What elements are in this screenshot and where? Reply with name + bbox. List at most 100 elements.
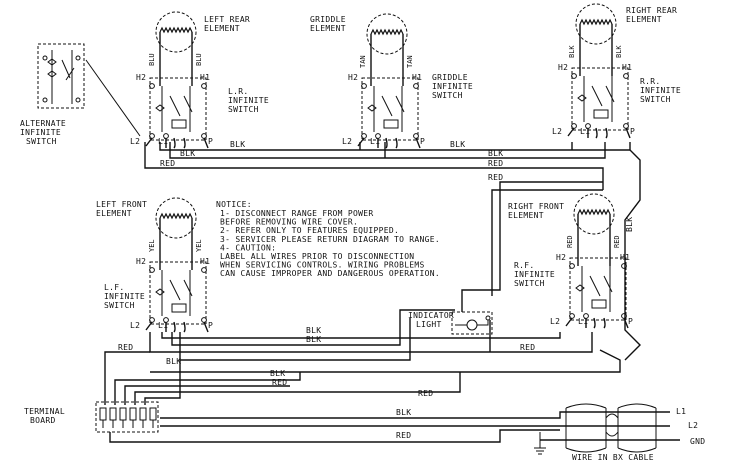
terminal-p-lf: P: [208, 321, 213, 330]
terminal-lug-4: [139, 407, 147, 421]
heating-element-lf: [155, 197, 197, 239]
lead-color-griddle-left: TAN: [359, 55, 367, 68]
bx-cable: [565, 403, 657, 453]
notice-line-6: WHEN SERVICING CONTROLS. WIRING PROBLEMS: [220, 261, 425, 270]
switch-label-rf-0: R.F.: [514, 261, 534, 270]
bus-label-blk-9: BLK: [270, 369, 285, 378]
heating-element-lr: [155, 11, 197, 53]
terminal-l2-rf: L2: [550, 317, 560, 326]
switch-terminal-griddle-0: [361, 83, 367, 89]
notice-line-7: CAN CAUSE IMPROPER AND DANGEROUS OPERATI…: [220, 269, 440, 278]
bus-wiring: [104, 142, 680, 455]
heating-element-rf: [573, 193, 615, 235]
switch-terminal-rr-4: [623, 123, 629, 129]
switch-label-lr-0: L.R.: [228, 87, 248, 96]
terminal-board-label-1: TERMINAL: [24, 407, 65, 416]
lead-color-lr-right: BLU: [195, 53, 203, 66]
switch-label-griddle-0: GRIDDLE: [432, 73, 468, 82]
switch-terminal-lf-1: [201, 267, 207, 273]
alternate-switch-label-1: ALTERNATE: [20, 119, 66, 128]
infinite-switch-griddle: [361, 77, 419, 141]
bus-label-red-2: RED: [488, 159, 503, 168]
lead-color-lr-left: BLU: [148, 53, 156, 66]
terminal-p-rr: P: [630, 127, 635, 136]
terminal-h1-lr: H1: [200, 73, 210, 82]
terminal-h2-rf: H2: [556, 253, 566, 262]
switch-label-lr-2: SWITCH: [228, 105, 259, 114]
element-label-lr-1: ELEMENT: [204, 24, 240, 33]
terminal-lug-0: [99, 407, 107, 421]
lead-color-rr-right: BLK: [615, 45, 623, 58]
element-label-lr-0: LEFT REAR: [204, 15, 250, 24]
element-label-rr-0: RIGHT REAR: [626, 6, 677, 15]
bus-label-blk-8: BLK: [166, 357, 181, 366]
terminal-l2-griddle: L2: [342, 137, 352, 146]
lead-color-lf-right: YEL: [195, 239, 203, 252]
switch-label-rf-1: INFINITE: [514, 270, 555, 279]
switch-label-rr-0: R.R.: [640, 77, 660, 86]
terminal-lug-2: [119, 407, 127, 421]
bus-label-blk-1: BLK: [230, 140, 245, 149]
lead-color-rf-right: RED: [613, 235, 621, 248]
switch-label-lf-2: SWITCH: [104, 301, 135, 310]
heating-element-griddle: [366, 13, 408, 55]
terminal-lug-3: [129, 407, 137, 421]
bus-label-red-6: RED: [272, 378, 287, 387]
bus-label-blk-5: BLK: [625, 217, 634, 232]
bus-label-blk-2: BLK: [180, 149, 195, 158]
terminal-p-lr: P: [208, 137, 213, 146]
switch-terminal-griddle-1: [413, 83, 419, 89]
switch-label-griddle-2: SWITCH: [432, 91, 463, 100]
bus-label-blk-7: BLK: [306, 335, 321, 344]
switch-terminal-lf-4: [201, 317, 207, 323]
switch-terminal-lf-0: [149, 267, 155, 273]
notice-line-4: 4- CAUTION:: [220, 243, 276, 252]
switch-terminal-rr-0: [571, 73, 577, 79]
terminal-h1-lf: H1: [200, 257, 210, 266]
bus-label-blk-4: BLK: [488, 149, 503, 158]
element-label-griddle-1: ELEMENT: [310, 24, 346, 33]
lead-color-rf-left: RED: [566, 235, 574, 248]
terminal-l1-lf: L1: [158, 321, 168, 330]
infinite-switch-rr: [571, 67, 629, 131]
infinite-switch-rf: [569, 257, 627, 321]
terminal-p-rf: P: [628, 317, 633, 326]
terminal-l1-rr: L1: [580, 127, 590, 136]
lead-color-lf-left: YEL: [148, 239, 156, 252]
switch-terminal-lr-0: [149, 83, 155, 89]
element-label-griddle-0: GRIDDLE: [310, 15, 346, 24]
bus-label-blk-10: BLK: [396, 408, 411, 417]
terminal-h1-rr: H1: [622, 63, 632, 72]
bus-label-red-7: RED: [418, 389, 433, 398]
switch-label-lr-1: INFINITE: [228, 96, 269, 105]
lead-color-rr-left: BLK: [568, 45, 576, 58]
switch-terminal-rf-0: [569, 263, 575, 269]
bus-label-red-5: RED: [118, 343, 133, 352]
switch-label-griddle-1: INFINITE: [432, 82, 473, 91]
terminal-l1-griddle: L1: [370, 137, 380, 146]
terminal-p-griddle: P: [420, 137, 425, 146]
notice-line-1: BEFORE REMOVING WIRE COVER.: [220, 218, 358, 227]
terminal-h2-lr: H2: [136, 73, 146, 82]
infinite-switch-lr: [149, 77, 207, 141]
bus-label-blk-3: BLK: [450, 140, 465, 149]
lead-color-griddle-right: TAN: [406, 55, 414, 68]
notice-line-0: 1- DISCONNECT RANGE FROM POWER: [220, 209, 374, 218]
notice-line-2: 2- REFER ONLY TO FEATURES EQUIPPED.: [220, 226, 399, 235]
element-label-lf-0: LEFT FRONT: [96, 200, 147, 209]
notice-line-5: LABEL ALL WIRES PRIOR TO DISCONNECTION: [220, 252, 414, 261]
terminal-board: [95, 401, 159, 433]
terminal-lug-5: [149, 407, 157, 421]
switch-label-lf-1: INFINITE: [104, 292, 145, 301]
element-label-rf-0: RIGHT FRONT: [508, 202, 564, 211]
heating-element-rr: [575, 3, 617, 45]
bus-label-red-8: RED: [396, 431, 411, 440]
terminal-h2-griddle: H2: [348, 73, 358, 82]
